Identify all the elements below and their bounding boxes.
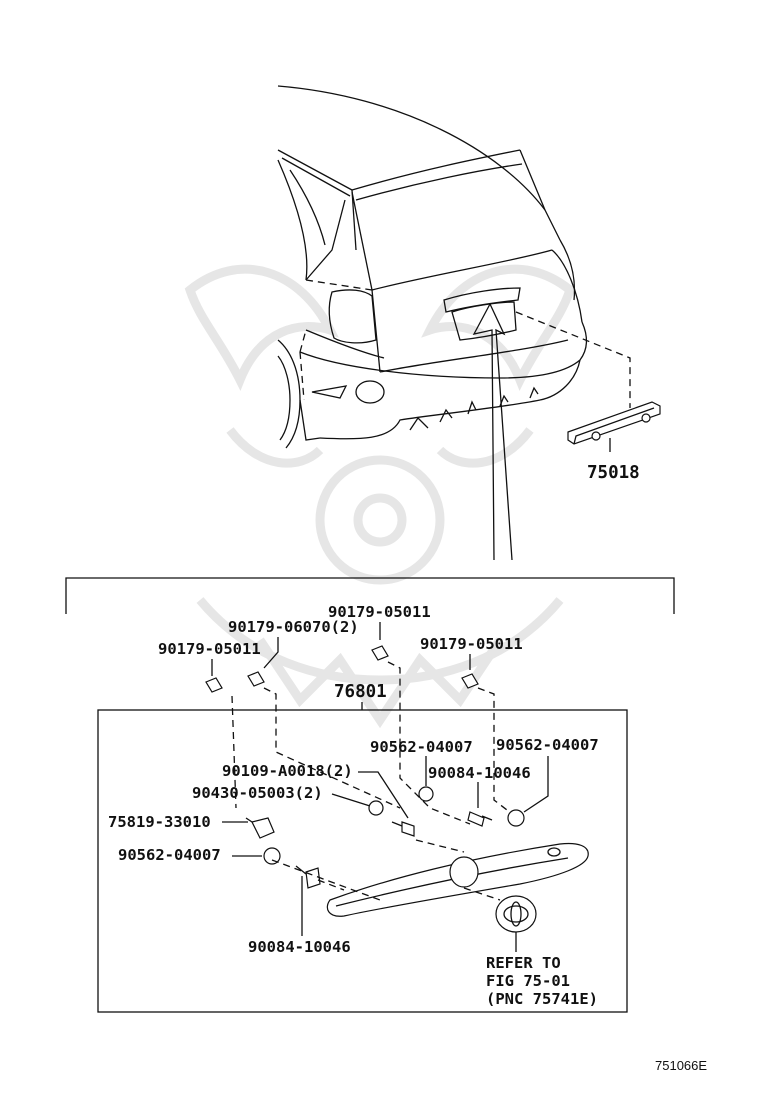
label-cap-mid: 90562-04007 [370,738,473,756]
label-cap-right: 90562-04007 [496,736,599,754]
clip-top-right [247,637,279,687]
label-clip-top-right: 90179-06070(2) [228,618,359,636]
ref-line-1: REFER TO [486,954,561,972]
label-garnish: 76801 [334,682,387,702]
clip-c [331,793,384,816]
label-lamp: 75018 [587,463,640,483]
nut-left [358,771,415,837]
cap-mid [418,756,434,802]
label-screw-bottom: 90084-10046 [248,938,351,956]
clip-top-left [205,659,223,693]
bracket-75819 [222,817,275,839]
label-clip-top-mid: 90179-05011 [328,603,431,621]
ref-line-2: FIG 75-01 [486,972,570,990]
callout-arrow [472,303,513,561]
ref-line-3: (PNC 75741E) [486,990,598,1008]
lamp-75018 [515,311,661,452]
dash-leader-2 [263,687,401,809]
label-cap-left: 90562-04007 [118,846,221,864]
watermark-emblem [184,264,576,729]
clip-top-mid [371,622,389,661]
screw-bottom [295,865,321,936]
figure-code: 751066E [655,1058,707,1073]
section-bracket [65,577,675,614]
label-clip-right: 90179-05011 [420,635,523,653]
cap-right [507,756,549,827]
label-screw-right: 90084-10046 [428,764,531,782]
garnish-body [271,839,589,917]
dash-leader-3 [387,661,471,825]
label-nut-left: 90109-A0018(2) [222,762,353,780]
screw-right [467,782,493,827]
clip-right [461,654,479,689]
toyota-emblem [495,895,537,952]
label-bracket: 75819-33010 [108,813,211,831]
dash-leader-1 [231,695,237,809]
dash-leader-4 [477,687,521,821]
label-clip-c: 90430-05003(2) [192,784,323,802]
vehicle-rear-view [277,85,588,449]
cap-left [232,847,281,865]
label-clip-top-left: 90179-05011 [158,640,261,658]
